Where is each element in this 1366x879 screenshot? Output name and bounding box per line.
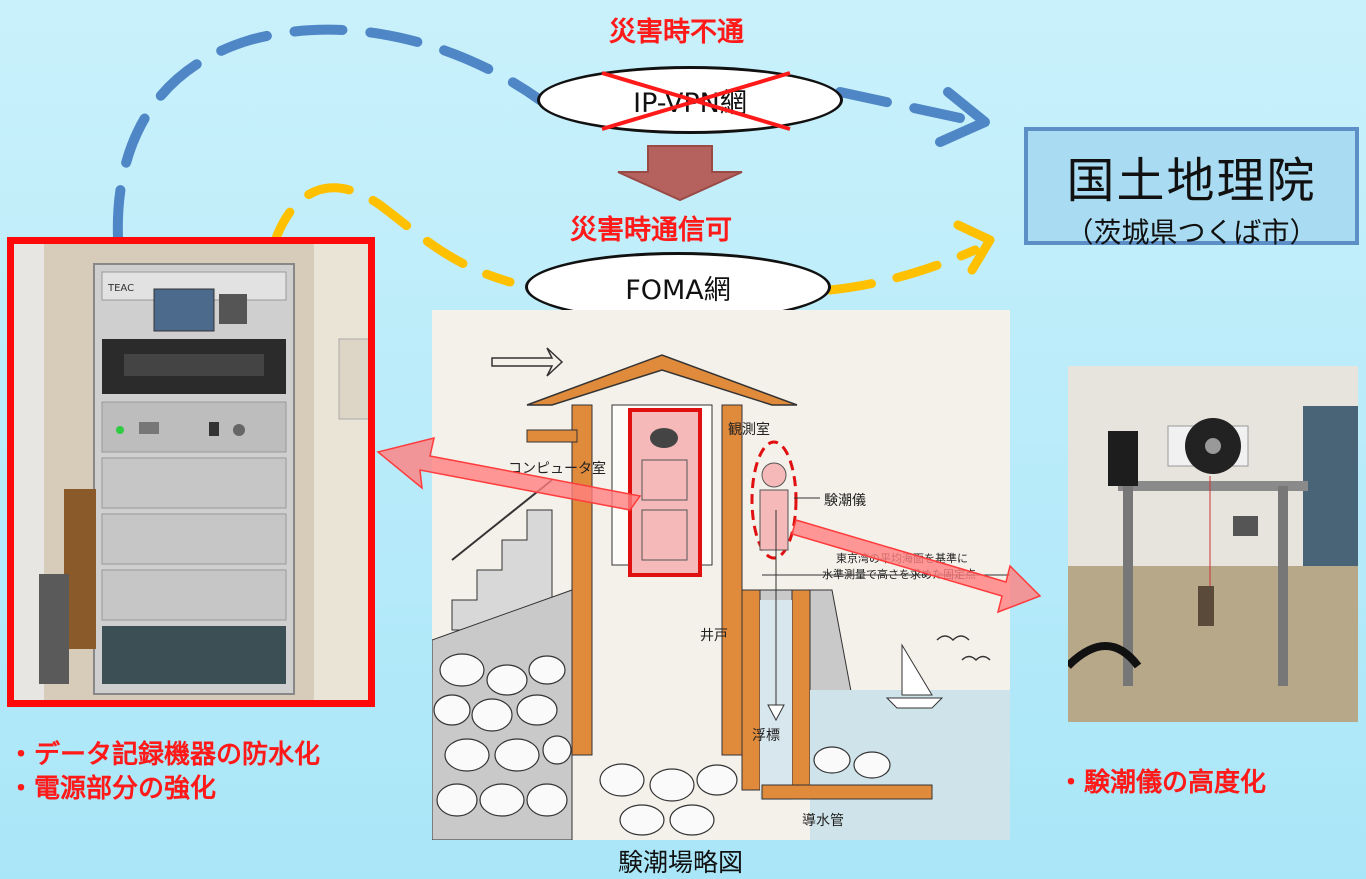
disaster-ok-label: 災害時通信可 [570,215,732,246]
recorder-rack-image: TEAC [14,244,368,700]
tide-gauge-image [1068,366,1358,722]
teac-logo: TEAC [107,283,134,294]
tide-station-illustration [432,310,1010,840]
foma-path [267,183,515,287]
disaster-blocked-label: 災害時不通 [609,17,744,48]
arrow-to-gauge [791,519,1042,614]
ipvpn-network: IP-VPN網 [537,66,843,134]
ipvpn-path [112,24,545,243]
label-water-pipe: 導水管 [802,813,844,829]
ipvpn-arrowhead [935,87,990,147]
left-bullets: ・データ記録機器の防水化 ・電源部分の強化 [8,738,320,806]
bullet-power: ・電源部分の強化 [8,774,217,804]
foma-arrowhead [953,220,995,275]
ipvpn-path-right [835,87,965,123]
gsi-subtitle: （茨城県つくば市） [1065,216,1318,249]
recorder-photo: TEAC [7,237,375,707]
bullet-waterproof: ・データ記録機器の防水化 [8,740,321,770]
diagram-caption: 験潮場略図 [618,848,744,877]
label-float: 浮標 [752,728,780,744]
label-observation-room: 観測室 [728,422,770,438]
tide-gauge-photo [1068,366,1358,722]
foma-network-label: FOMA網 [625,274,731,306]
bullet-tide-gauge: ・験潮儀の高度化 [1058,768,1267,798]
foma-path-right [825,245,980,295]
cross-out-icon [601,71,791,131]
label-well: 井戸 [700,628,728,644]
label-tide-gauge: 験潮儀 [824,493,866,509]
arrow-to-recorder [376,436,642,511]
down-arrow [617,145,743,202]
gsi-title: 国土地理院 [1066,153,1317,209]
gsi-box: 国土地理院 （茨城県つくば市） [1024,127,1359,249]
label-computer-room: コンピュータ室 [508,461,606,477]
